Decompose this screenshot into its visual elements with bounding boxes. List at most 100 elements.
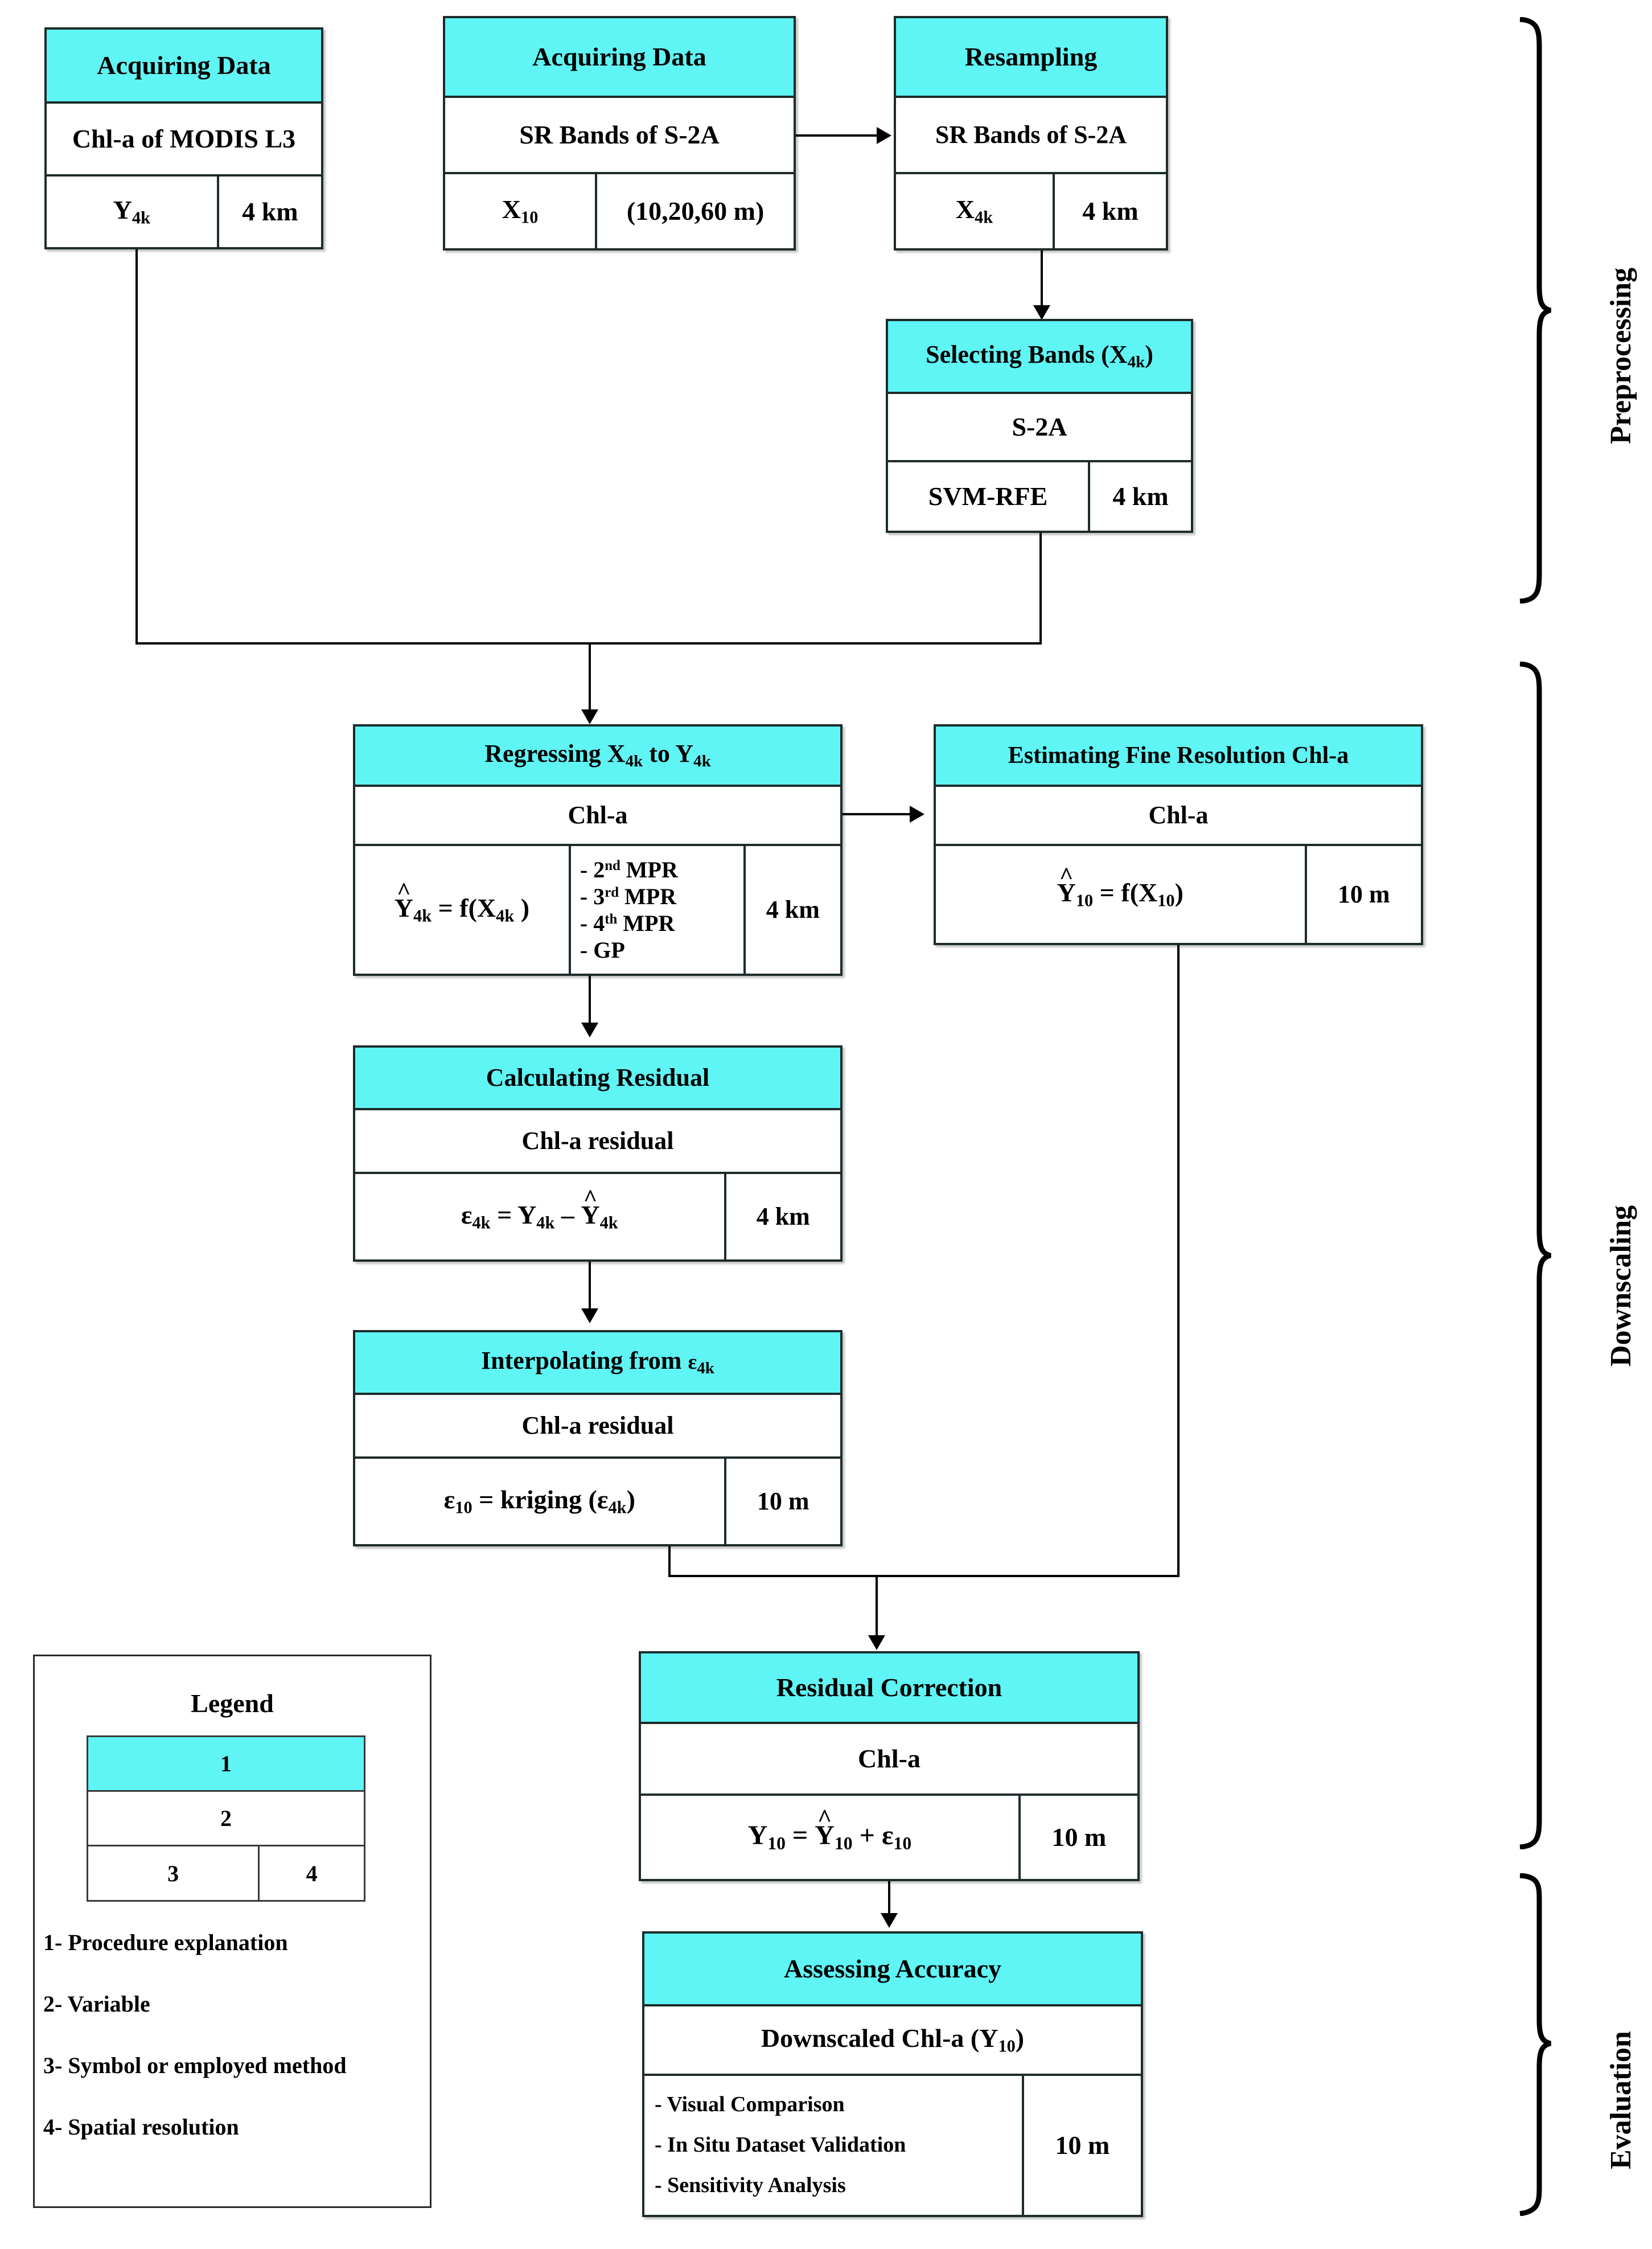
- box-symbol-cell: X4k: [896, 174, 1053, 248]
- connector-regressing-to-residual: [589, 976, 591, 1029]
- box-header: Interpolating from ε4k: [355, 1332, 840, 1395]
- method-item-1: - 2nd MPR: [580, 856, 678, 883]
- box-header-label: Acquiring Data: [532, 42, 706, 71]
- box-variable-row: Chl-a residual: [355, 1110, 840, 1174]
- box-variable-row: Chl-a of MODIS L3: [47, 104, 321, 177]
- box-formula-row: Y4k = f(X4k ) - 2nd MPR - 3rd MPR - 4th …: [355, 846, 840, 974]
- connector-merge-to-regressing: [589, 642, 591, 716]
- arrowhead-down: [1033, 305, 1050, 320]
- box-method-label: SVM-RFE: [928, 481, 1048, 511]
- arrowhead-down: [581, 1023, 598, 1037]
- box-resampling[interactable]: Resampling SR Bands of S-2A X4k 4 km: [894, 16, 1168, 251]
- legend-cell-4: 4: [258, 1846, 364, 1900]
- box-variable-label: Chl-a: [568, 801, 628, 829]
- box-variable-row: Chl-a residual: [355, 1395, 840, 1459]
- legend-sample-bottom: 3 4: [88, 1846, 364, 1900]
- box-interpolating[interactable]: Interpolating from ε4k Chl-a residual ε1…: [353, 1330, 843, 1546]
- legend-cell-2: 2: [220, 1805, 232, 1831]
- box-resolution-label: 4 km: [1082, 196, 1139, 225]
- box-resolution-label: 4 km: [756, 1202, 810, 1230]
- legend-title: Legend: [191, 1689, 274, 1718]
- arrowhead-down: [881, 1913, 898, 1928]
- connector-estimating-down: [1177, 945, 1180, 1577]
- box-formula-row: ε10 = kriging (ε4k) 10 m: [355, 1459, 840, 1544]
- box-resolution-cell: 10 m: [1018, 1796, 1137, 1879]
- connector-selecting-down: [1039, 533, 1042, 645]
- box-resolution-cell: 10 m: [1304, 846, 1421, 943]
- phase-label-preprocessing: Preprocessing: [1605, 267, 1637, 444]
- box-header-label: Estimating Fine Resolution Chl-a: [1008, 742, 1349, 769]
- box-resolution-cell: 4 km: [1052, 174, 1166, 248]
- legend-entry-3: 3- Symbol or employed method: [43, 2053, 347, 2078]
- box-header-label: Calculating Residual: [486, 1063, 710, 1091]
- box-formula-label: ε4k = Y4k – Y4k: [461, 1186, 618, 1232]
- method-item-2: - 3rd MPR: [580, 883, 677, 909]
- box-formula-cell: Y10 = Y10 + ε10: [641, 1796, 1018, 1879]
- box-resolution-label: 10 m: [1337, 880, 1390, 908]
- connector-residual-to-interpolating: [589, 1262, 591, 1315]
- box-header-label: Residual Correction: [776, 1672, 1002, 1702]
- box-variable-label: SR Bands of S-2A: [519, 120, 720, 149]
- box-resolution-cell: 4 km: [216, 177, 321, 247]
- box-formula-cell: Y10 = f(X10): [936, 846, 1305, 943]
- box-selecting-bands[interactable]: Selecting Bands (X4k) S-2A SVM-RFE 4 km: [886, 319, 1193, 533]
- box-symbol-cell: X10: [445, 174, 595, 248]
- box-variable-label: Chl-a residual: [521, 1411, 674, 1439]
- connector-correction-to-assessing: [888, 1881, 890, 1921]
- connector-modis-down: [135, 249, 138, 645]
- box-formula-label: ε10 = kriging (ε4k): [443, 1484, 635, 1517]
- box-header-label: Regressing X4k to Y4k: [484, 740, 711, 771]
- legend-entry-4: 4- Spatial resolution: [43, 2114, 239, 2140]
- legend-cell-1: 1: [220, 1751, 232, 1776]
- phase-label-downscaling: Downscaling: [1605, 1205, 1637, 1366]
- arrowhead-right: [877, 127, 891, 144]
- box-resolution-cell: 10 m: [724, 1459, 840, 1544]
- box-estimating-fine[interactable]: Estimating Fine Resolution Chl-a Chl-a Y…: [934, 724, 1423, 945]
- box-formula-cell: ε10 = kriging (ε4k): [355, 1459, 724, 1544]
- box-symbol-row: Y4k 4 km: [47, 177, 321, 247]
- assessment-item: - Visual Comparison: [655, 2092, 845, 2117]
- box-header-label: Assessing Accuracy: [783, 1953, 1002, 1983]
- box-acquiring-s2a[interactable]: Acquiring Data SR Bands of S-2A X10 (10,…: [443, 16, 796, 251]
- box-calculating-residual[interactable]: Calculating Residual Chl-a residual ε4k …: [353, 1045, 843, 1262]
- box-resolution-label: 10 m: [1055, 2130, 1110, 2160]
- box-resolution-label: 4 km: [766, 895, 820, 924]
- box-header: Assessing Accuracy: [644, 1934, 1141, 2006]
- box-formula-label: Y10 = Y10 + ε10: [748, 1806, 912, 1853]
- legend-sample-header: 1: [88, 1737, 364, 1792]
- box-resolution-cell: 4 km: [1088, 462, 1191, 531]
- legend-sample-box: 1 2 3 4: [87, 1735, 365, 1902]
- box-variable-label: Chl-a: [858, 1743, 920, 1773]
- box-formula-label: Y10 = f(X10): [1057, 864, 1183, 910]
- box-methods-cell: - 2nd MPR - 3rd MPR - 4th MPR - GP: [568, 846, 743, 974]
- brace-preprocessing: [1514, 17, 1554, 604]
- box-header: Estimating Fine Resolution Chl-a: [936, 727, 1421, 787]
- box-formula-row: Y10 = f(X10) 10 m: [936, 846, 1421, 943]
- box-resolution-label: 4 km: [1112, 481, 1169, 511]
- box-assessing-accuracy[interactable]: Assessing Accuracy Downscaled Chl-a (Y10…: [642, 1931, 1143, 2217]
- box-variable-label: Chl-a: [1148, 801, 1209, 829]
- legend-sample-variable: 2: [88, 1792, 364, 1846]
- box-regressing[interactable]: Regressing X4k to Y4k Chl-a Y4k = f(X4k …: [353, 724, 843, 976]
- legend-cell-3: 3: [167, 1860, 179, 1886]
- box-formula-cell: ε4k = Y4k – Y4k: [355, 1174, 724, 1259]
- box-variable-row: S-2A: [888, 394, 1191, 462]
- method-item-3: - 4th MPR: [580, 910, 675, 936]
- box-variable-row: Chl-a: [641, 1724, 1137, 1796]
- box-items-row: - Visual Comparison - In Situ Dataset Va…: [644, 2076, 1141, 2215]
- box-header: Resampling: [896, 18, 1166, 98]
- box-variable-row: Chl-a: [936, 787, 1421, 846]
- arrowhead-right: [910, 806, 924, 823]
- assessment-item: - In Situ Dataset Validation: [655, 2133, 906, 2157]
- box-resolution-cell: 10 m: [1021, 2076, 1141, 2215]
- box-residual-correction[interactable]: Residual Correction Chl-a Y10 = Y10 + ε1…: [639, 1651, 1140, 1881]
- box-header: Calculating Residual: [355, 1048, 840, 1110]
- arrowhead-down: [581, 709, 598, 724]
- box-items-cell: - Visual Comparison - In Situ Dataset Va…: [644, 2076, 1022, 2215]
- box-acquiring-modis[interactable]: Acquiring Data Chl-a of MODIS L3 Y4k 4 k…: [44, 27, 323, 249]
- brace-downscaling: [1514, 662, 1554, 1849]
- box-resolution-label: 10 m: [757, 1487, 809, 1515]
- assessment-item: - Sensitivity Analysis: [655, 2173, 846, 2198]
- connector-interpolating-down: [668, 1546, 671, 1577]
